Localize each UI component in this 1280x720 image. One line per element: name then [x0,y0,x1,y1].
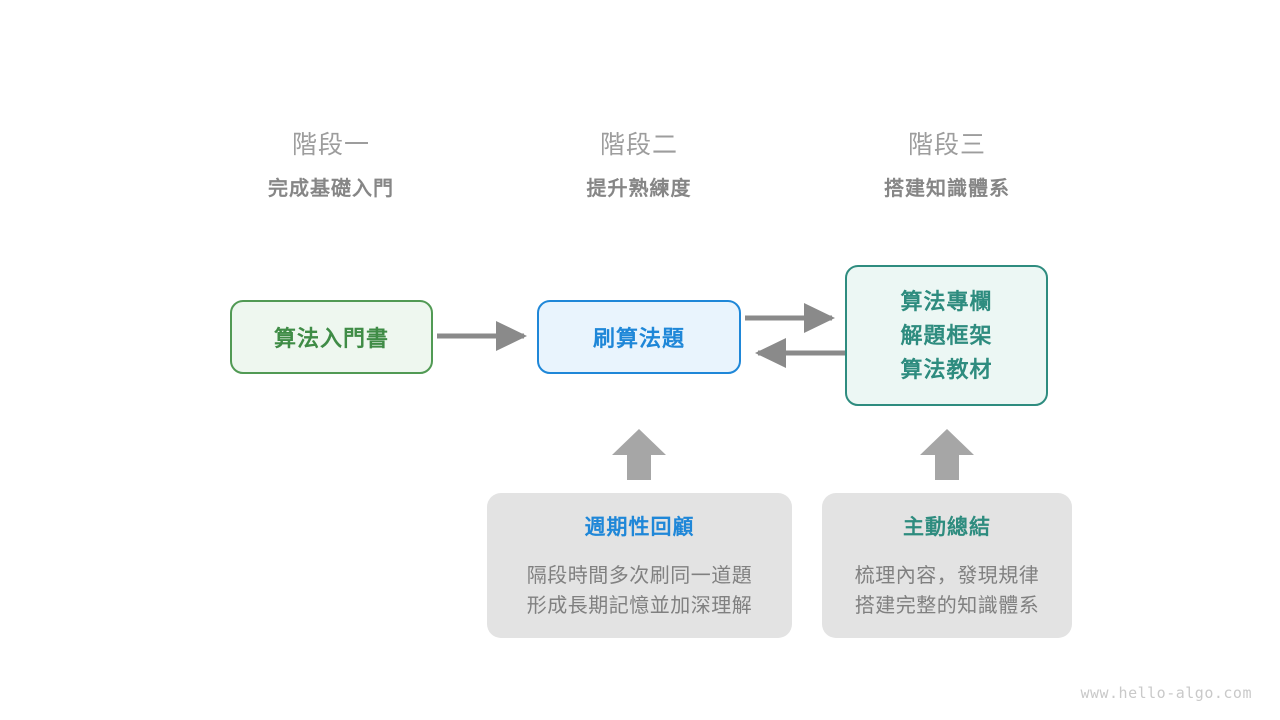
stage-3-goal: 搭建知識體系 [884,178,1010,200]
arrow-up-summary [920,429,974,480]
resource-box-advanced[interactable]: 算法專欄 解題框架 算法教材 [845,265,1048,406]
stage-header-2: 階段二 提升熟練度 [489,130,789,202]
method-review-title: 週期性回顧 [584,516,695,539]
stage-2-goal: 提升熟練度 [586,178,692,200]
stage-header-3: 階段三 搭建知識體系 [797,130,1097,202]
method-review-description: 隔段時間多次刷同一道題 形成長期記憶並加深理解 [527,561,753,621]
resource-box-intro-book[interactable]: 算法入門書 [230,300,433,374]
practice-label: 刷算法題 [592,326,685,351]
method-review-desc-line-1: 隔段時間多次刷同一道題 [526,565,753,587]
stage-2-name: 階段二 [599,131,678,159]
resource-box-practice[interactable]: 刷算法題 [537,300,741,374]
stage-1-goal: 完成基礎入門 [268,178,394,200]
method-summary-description: 梳理內容，發現規律 搭建完整的知識體系 [855,561,1040,621]
stage-3-name: 階段三 [907,131,986,159]
method-review-desc-line-2: 形成長期記憶並加深理解 [526,595,753,617]
advanced-label-line-1: 算法專欄 [900,288,993,314]
method-summary-title: 主動總結 [903,516,991,539]
method-card-review[interactable]: 週期性回顧 隔段時間多次刷同一道題 形成長期記憶並加深理解 [487,493,792,638]
advanced-label-line-3: 算法教材 [900,356,993,382]
intro-book-label: 算法入門書 [273,326,389,351]
method-card-summary[interactable]: 主動總結 梳理內容，發現規律 搭建完整的知識體系 [822,493,1072,638]
advanced-label-line-2: 解題框架 [900,322,993,348]
watermark: www.hello-algo.com [1080,684,1252,702]
stage-header-1: 階段一 完成基礎入門 [181,130,481,202]
method-summary-desc-line-1: 梳理內容，發現規律 [854,565,1040,587]
method-summary-desc-line-2: 搭建完整的知識體系 [854,595,1040,617]
arrow-up-review [612,429,666,480]
stage-1-name: 階段一 [291,131,370,159]
